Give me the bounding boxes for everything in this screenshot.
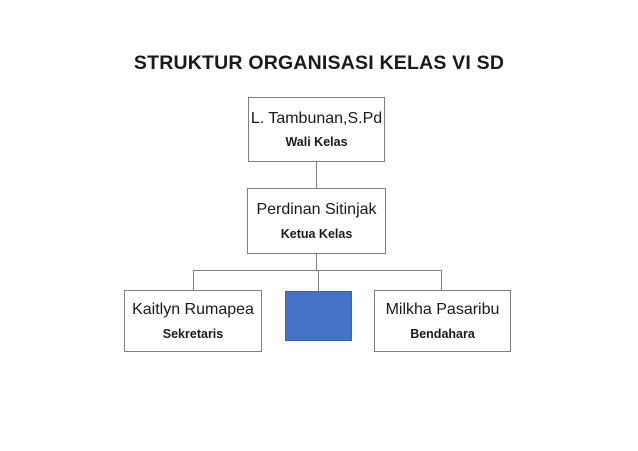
org-node-name: L. Tambunan,S.Pd [250,109,383,127]
org-node-role: Sekretaris [162,326,224,341]
org-node-name: Milkha Pasaribu [385,301,500,319]
org-node-wali-kelas[interactable]: L. Tambunan,S.Pd Wali Kelas [248,97,385,162]
page-title: STRUKTUR ORGANISASI KELAS VI SD [133,52,505,74]
org-node-role: Bendahara [410,326,475,341]
connector-bus-to-bendahara [441,270,442,290]
org-node-blank-selected[interactable] [285,291,352,341]
org-node-name: Kaitlyn Rumapea [132,301,254,319]
org-node-sekretaris[interactable]: Kaitlyn Rumapea Sekretaris [124,290,262,352]
org-node-name: Perdinan Sitinjak [256,201,377,219]
org-node-role: Ketua Kelas [280,226,353,241]
connector-ketua-drop [316,254,317,271]
connector-bus-to-sekretaris [193,270,194,290]
org-node-ketua-kelas[interactable]: Perdinan Sitinjak Ketua Kelas [247,188,386,254]
org-node-bendahara[interactable]: Milkha Pasaribu Bendahara [374,290,511,352]
connector-wali-to-ketua [316,162,317,188]
connector-bus-to-blank [318,270,319,291]
org-node-role: Wali Kelas [285,135,348,149]
connector-horizontal-bus [193,270,441,271]
